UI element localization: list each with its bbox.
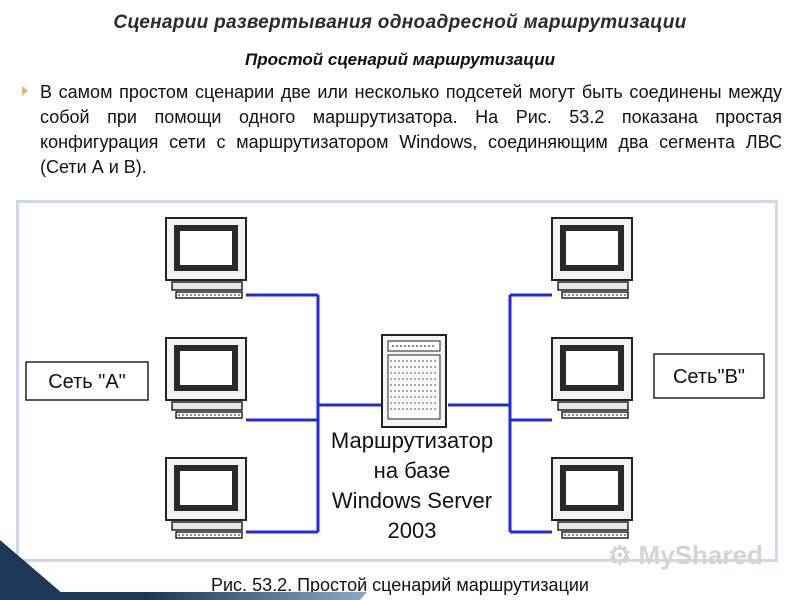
myshared-logo-icon: ⚙ — [608, 540, 632, 570]
corner-decoration — [0, 540, 70, 600]
network-a-cables — [246, 293, 382, 534]
network-a-label-box: Сеть "А" — [25, 361, 149, 401]
computer-icon — [165, 217, 247, 299]
computer-icon — [165, 457, 247, 539]
router-label-line: Маршрутизатор — [331, 428, 493, 453]
computer-icon — [551, 337, 633, 419]
server-icon — [381, 334, 447, 428]
network-b-cables — [448, 293, 552, 534]
myshared-logo-text: MyShared — [638, 540, 763, 570]
computer-icon — [551, 457, 633, 539]
network-b-label: Сеть"В" — [673, 366, 745, 388]
network-a-label: Сеть "А" — [48, 371, 126, 393]
router-label-line: Windows Server — [332, 488, 492, 513]
computer-icon — [551, 217, 633, 299]
myshared-watermark: ⚙ MyShared — [608, 540, 763, 571]
router-label-line: на базе — [374, 458, 451, 483]
bullet-text: В самом простом сценарии две или несколь… — [40, 82, 782, 177]
router-label-line: 2003 — [388, 518, 437, 543]
slide-title: Сценарии развертывания одноадресной марш… — [113, 12, 687, 33]
computer-icon — [165, 337, 247, 419]
figure-caption: Рис. 53.2. Простой сценарий маршрутизаци… — [211, 575, 589, 595]
network-b-label-box: Сеть"В" — [653, 353, 765, 399]
slide-subtitle: Простой сценарий маршрутизации — [245, 50, 555, 69]
corner-stripe-decoration — [0, 592, 367, 600]
bullet-item: В самом простом сценарии две или несколь… — [22, 80, 782, 180]
bullet-arrow-icon — [22, 86, 28, 96]
router-label: Маршрутизатор на базе Windows Server 200… — [331, 428, 493, 543]
